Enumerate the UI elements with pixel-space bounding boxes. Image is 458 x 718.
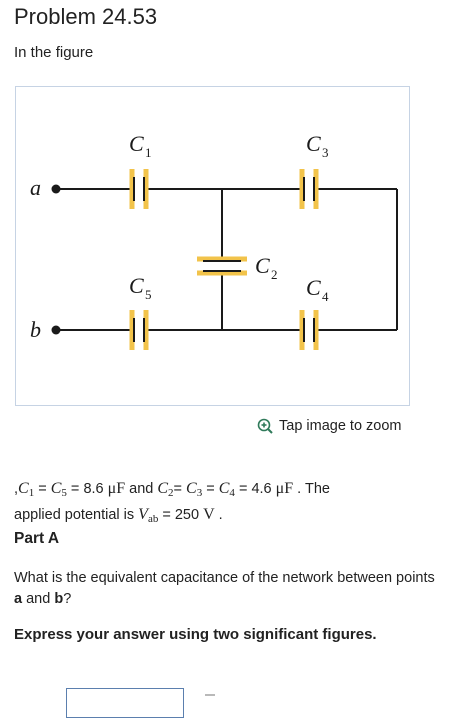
given-eq2: = <box>66 481 84 497</box>
given-c1: C <box>18 480 29 497</box>
circuit-diagram: a b C 1 C 3 C 2 C 5 C 4 <box>30 131 398 350</box>
problem-title: Problem 24.53 <box>14 4 158 29</box>
given-v: V <box>138 506 148 523</box>
given-values: ,C1 = C5 = 8.6 μF and C2= C3 = C4 = 4.6 … <box>14 478 444 530</box>
answer-input[interactable] <box>66 688 184 718</box>
label-c5-sub: 5 <box>145 287 152 302</box>
label-c1: C <box>129 131 144 156</box>
capacitor-c5 <box>129 310 149 350</box>
given-c3: C <box>186 480 197 497</box>
given-end: . <box>214 507 223 523</box>
given-val2: 4.6 <box>251 481 272 497</box>
given-the: . The <box>293 481 330 497</box>
answer-divider <box>205 694 215 696</box>
given-c2: C <box>157 480 169 497</box>
label-c4-sub: 4 <box>322 289 329 304</box>
capacitor-c4 <box>299 310 319 350</box>
given-and: and <box>125 481 158 497</box>
given-eq3: = <box>173 481 187 497</box>
part-label: Part A <box>14 530 60 547</box>
label-c2: C <box>255 253 270 278</box>
label-a: a <box>30 175 41 200</box>
given-c2-sub: 2 <box>168 487 174 499</box>
capacitor-c3 <box>299 169 319 209</box>
tap-to-zoom[interactable]: Tap image to zoom <box>257 418 402 434</box>
given-volts: 250 <box>174 507 200 523</box>
question-point-a: a <box>14 591 23 607</box>
question-pre: What is the equivalent capacitance of th… <box>14 570 435 586</box>
given-applied: applied potential is <box>14 507 139 523</box>
given-c4: C <box>218 480 230 497</box>
label-c3-sub: 3 <box>322 145 329 160</box>
given-v-sub: ab <box>147 513 159 525</box>
given-eq6: = <box>158 507 175 523</box>
circuit-wires <box>58 188 398 331</box>
given-c4-sub: 4 <box>229 487 235 499</box>
given-c1-sub: 1 <box>28 487 35 499</box>
question-text: What is the equivalent capacitance of th… <box>14 568 444 610</box>
terminal-b <box>51 325 61 335</box>
zoom-in-icon <box>257 418 273 434</box>
label-b: b <box>30 317 41 342</box>
given-eq4: = <box>202 481 219 497</box>
given-eq5: = <box>234 481 252 497</box>
given-eq1: = <box>34 481 51 497</box>
given-val1: 8.6 <box>83 481 104 497</box>
label-c4: C <box>306 275 321 300</box>
capacitor-c1 <box>129 169 149 209</box>
problem-intro: In the figure <box>14 44 94 61</box>
question-post: ? <box>63 591 72 607</box>
answer-instruction: Express your answer using two significan… <box>14 626 377 643</box>
given-lead: , <box>14 481 19 497</box>
question-point-b: b <box>54 591 64 607</box>
question-mid: and <box>22 591 55 607</box>
capacitor-c2 <box>197 256 247 276</box>
given-unit2: μF <box>275 480 294 497</box>
zoom-label: Tap image to zoom <box>279 418 402 434</box>
label-c5: C <box>129 273 144 298</box>
given-c5-sub: 5 <box>61 487 67 499</box>
label-c1-sub: 1 <box>145 145 152 160</box>
given-unit-v: V <box>203 506 215 523</box>
given-c3-sub: 3 <box>196 487 203 499</box>
given-c5: C <box>50 480 62 497</box>
given-unit1: μF <box>107 480 126 497</box>
label-c2-sub: 2 <box>271 267 278 282</box>
label-c3: C <box>306 131 321 156</box>
terminal-a <box>51 184 61 194</box>
circuit-figure[interactable]: a b C 1 C 3 C 2 C 5 C 4 <box>15 86 410 406</box>
